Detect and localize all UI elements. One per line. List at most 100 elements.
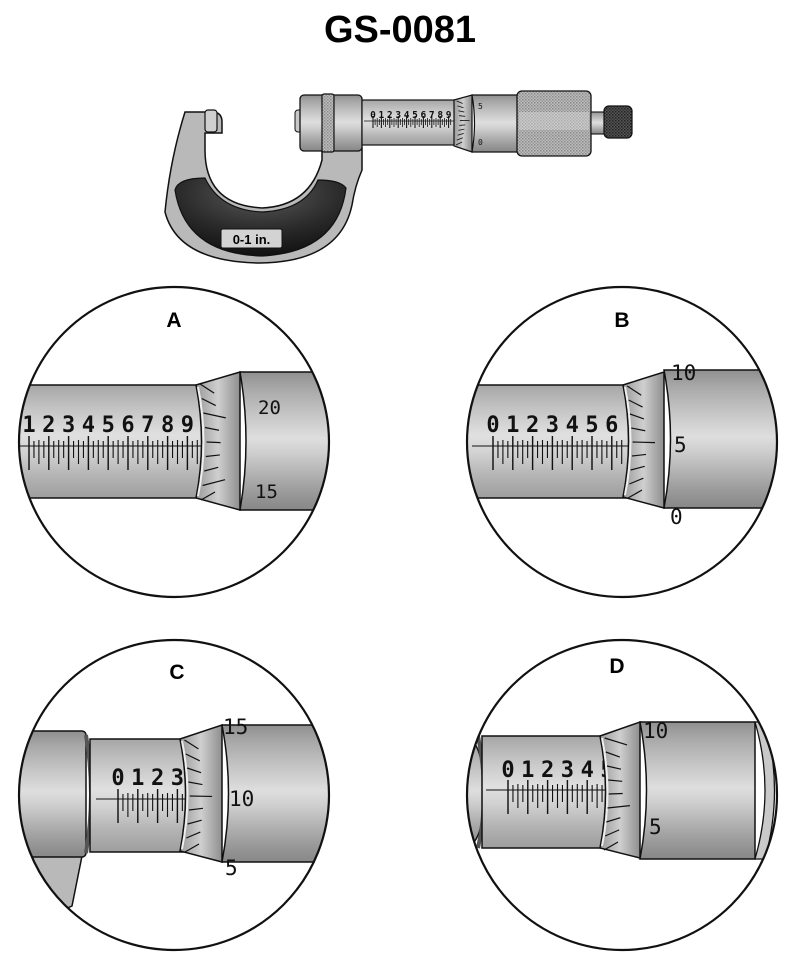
sleeve	[467, 384, 633, 499]
thimble-bevel	[599, 720, 641, 859]
magnifier-circle	[17, 285, 331, 599]
ratchet-knob	[603, 105, 633, 139]
thimble-tick	[204, 426, 220, 431]
thimble-tick	[202, 479, 226, 487]
thimble-tick	[631, 427, 646, 432]
thimble-tick	[203, 412, 226, 419]
thimble-tick	[608, 779, 623, 782]
panel-label: C	[169, 661, 184, 684]
sleeve-number: 1	[22, 413, 35, 438]
sleeve-number: 9	[181, 413, 194, 438]
thimble-number: 5	[225, 856, 238, 880]
range-plate	[220, 228, 283, 249]
thimble-tick	[204, 466, 219, 472]
thimble-bevel	[179, 723, 223, 863]
sleeve-number: 9	[446, 110, 452, 121]
sleeve-number: 7	[429, 110, 435, 121]
thimble-tick	[200, 491, 216, 501]
sleeve-number: 8	[161, 413, 174, 438]
sleeve	[89, 738, 189, 853]
thimble-tick	[606, 765, 622, 770]
page-title: GS-0081	[323, 9, 477, 51]
magnifier-circle	[465, 285, 779, 599]
thimble-tick	[604, 737, 628, 746]
sleeve-number: 3	[561, 758, 574, 783]
sleeve-number: 0	[501, 758, 514, 783]
thimble-bevel	[622, 370, 665, 509]
thimble	[471, 94, 521, 153]
thimble-tick	[457, 105, 464, 109]
thimble-tick	[608, 792, 623, 795]
sleeve-number: 7	[141, 413, 154, 438]
magnifier-circle	[465, 638, 779, 952]
sleeve-number: 4	[82, 413, 95, 438]
lock-ring	[321, 93, 335, 153]
magnifier-circle	[17, 638, 331, 952]
sleeve-number: 2	[42, 413, 55, 438]
thimble-ticks	[626, 385, 656, 499]
thimble-ticks	[199, 383, 226, 501]
sleeve-number: 1	[131, 766, 144, 791]
thimble-tick	[630, 465, 645, 471]
thimble-tick	[186, 831, 201, 839]
thimble-tick	[188, 807, 204, 811]
sleeve-number: 5	[102, 413, 115, 438]
sleeve-number: 0	[486, 413, 499, 438]
thimble-bevel	[195, 370, 241, 511]
sleeve-number: 0	[111, 766, 124, 791]
sleeve-number: 2	[151, 766, 164, 791]
sleeve-number: 3	[171, 766, 184, 791]
thimble-number: 15	[223, 715, 248, 739]
ratchet-stem	[590, 111, 606, 135]
sleeve-number: 6	[605, 413, 618, 438]
sleeve-number: 2	[526, 413, 539, 438]
sleeve-number: 4	[404, 110, 410, 121]
sleeve-number: 2	[541, 758, 554, 783]
sleeve-number: 5	[585, 413, 598, 438]
thimble-tick	[184, 843, 200, 853]
thimble-number: 5	[478, 102, 483, 111]
thimble-tick	[627, 489, 643, 499]
thimble-number: 0	[670, 505, 683, 529]
thimble-tick	[626, 385, 642, 396]
thimble-number: 5	[649, 815, 662, 839]
thimble-tick	[607, 805, 630, 809]
thimble-tick	[184, 739, 199, 750]
thimble-number: 20	[258, 397, 281, 419]
panel-label: B	[614, 309, 629, 332]
thimble	[639, 721, 756, 860]
sleeve-number: 1	[379, 110, 385, 121]
thimble-tick	[458, 128, 465, 131]
thimble-tick	[458, 110, 465, 113]
frame-grip	[174, 177, 347, 257]
sleeve-number: 6	[121, 413, 134, 438]
panel-label: A	[166, 309, 181, 332]
thimble-tick	[457, 133, 464, 136]
anvil	[204, 109, 218, 133]
thimble-tick	[206, 441, 221, 444]
thimble-number: 10	[671, 361, 696, 385]
thimble-tick	[205, 454, 220, 458]
thimble-tick	[629, 477, 644, 485]
thimble	[663, 369, 777, 509]
thimble-tick	[603, 841, 619, 851]
thimble-tick	[199, 383, 215, 394]
thimble-tick	[455, 141, 463, 146]
thimble-number: 10	[229, 787, 254, 811]
thimble-tick	[186, 767, 202, 774]
sleeve-number: 4	[581, 758, 594, 783]
sleeve-number: 5	[412, 110, 418, 121]
sleeve-number: 1	[521, 758, 534, 783]
thimble-tick	[188, 781, 203, 786]
thimble-tick	[605, 751, 621, 758]
sleeve-number: 0	[370, 110, 376, 121]
thimble-ticks	[603, 737, 630, 851]
thimble-tick	[628, 399, 643, 408]
